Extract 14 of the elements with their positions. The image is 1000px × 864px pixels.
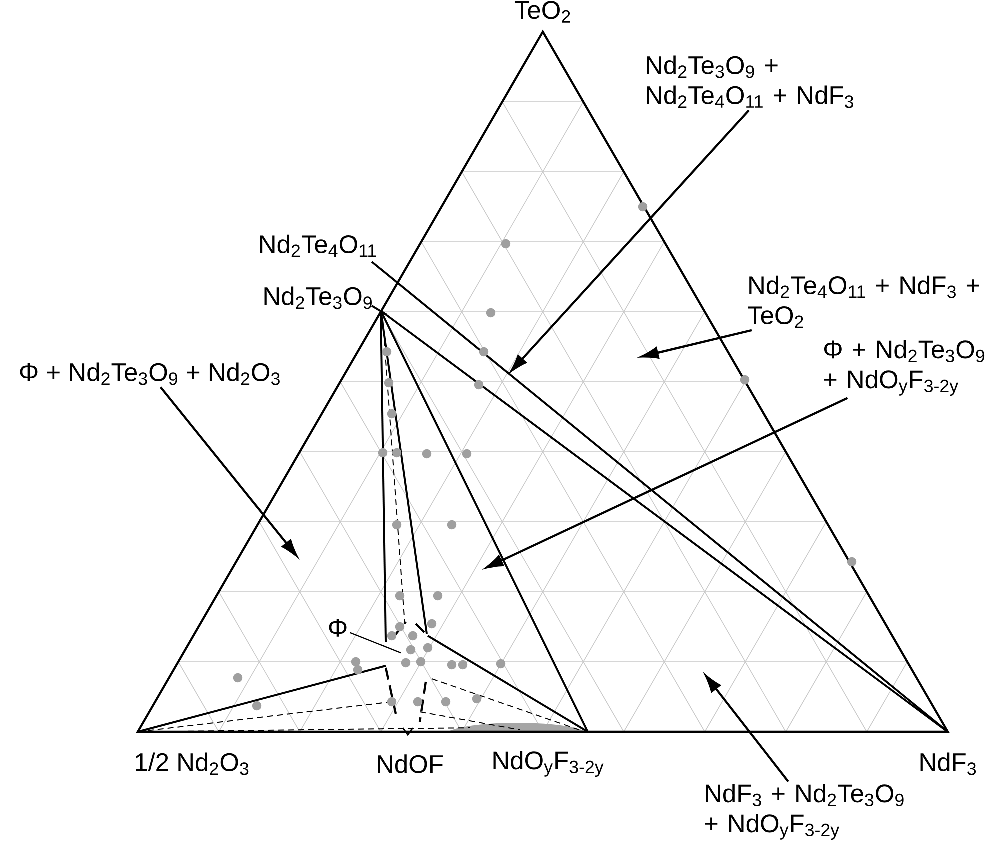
region-label: Nd$_{2}$Te$_{4}$O$_{11}$ + NdF$_{3}$ + TeO$_{2}$ (748, 276, 980, 328)
vertex-label: NdF$_{3}$ (920, 752, 976, 776)
region-label: Φ + Nd$_{2}$Te$_{3}$O$_{9}$ + Nd$_{2}$O$_{3}$ (20, 362, 280, 386)
vertex-label: NdOF (378, 754, 443, 774)
vertex-label: 1/2 Nd$_{2}$O$_{3}$ (136, 752, 249, 776)
region-label: Nd$_{2}$Te$_{3}$O$_{9}$ + Nd$_{2}$Te$_{4}$O$_{11}$ + NdF$_{3}$ (647, 56, 854, 108)
region-label: NdF$_{3}$ + Nd$_{2}$Te$_{3}$O$_{9}$ + NdO$_{y}$F$_{3-2y}$ (705, 784, 904, 840)
vertex-label: Nd$_{2}$Te$_{3}$O$_{9}$ (264, 286, 372, 310)
phase-symbol: Φ (329, 619, 347, 637)
region-label: Φ + Nd$_{2}$Te$_{3}$O$_{9}$ + NdO$_{y}$F$_{3-2y}$ (824, 340, 985, 396)
vertex-label: NdO$_{y}$F$_{3-2y}$ (494, 750, 604, 778)
leader-line (350, 632, 402, 654)
vertex-label: Nd$_{2}$Te$_{4}$O$_{11}$ (260, 234, 376, 258)
vertex-label: TeO$_{2}$ (515, 1, 570, 23)
